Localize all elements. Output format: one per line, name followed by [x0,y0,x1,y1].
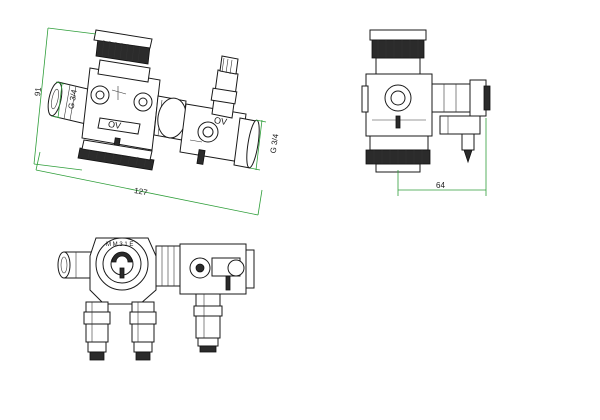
side-body [361,57,433,137]
side-fitting [431,79,491,164]
top-legs [83,293,223,361]
top-view: M M 3 1 E [57,237,255,361]
dimension-depth: 64 [436,181,445,190]
valve-label: OV [107,119,121,131]
top-coupling [155,245,181,287]
top-inlet [57,251,99,279]
front-view: OV OV [47,29,260,171]
dimension-length: 127 [133,186,148,197]
side-bottom-ring [365,135,431,173]
handwheel [93,29,153,65]
bottom-ring [77,139,155,171]
view2-dimensions: 64 [397,118,487,196]
view1-dimensions: 91 G 3/4 127 G 3/4 [33,27,281,216]
top-body: M M 3 1 E [89,237,157,305]
coupling-nut [153,95,187,141]
valve-body [81,59,161,155]
dimension-outlet-thread: G 3/4 [269,133,281,154]
fitting-label: OV [213,115,227,127]
top-marking: M M 3 1 E [106,242,133,248]
top-fitting [179,243,255,295]
dimension-height: 91 [33,86,43,96]
side-handwheel [369,29,427,59]
side-view [361,29,491,173]
outlet-fitting [179,55,260,169]
dimension-inlet-thread: G 3/4 [67,88,79,109]
